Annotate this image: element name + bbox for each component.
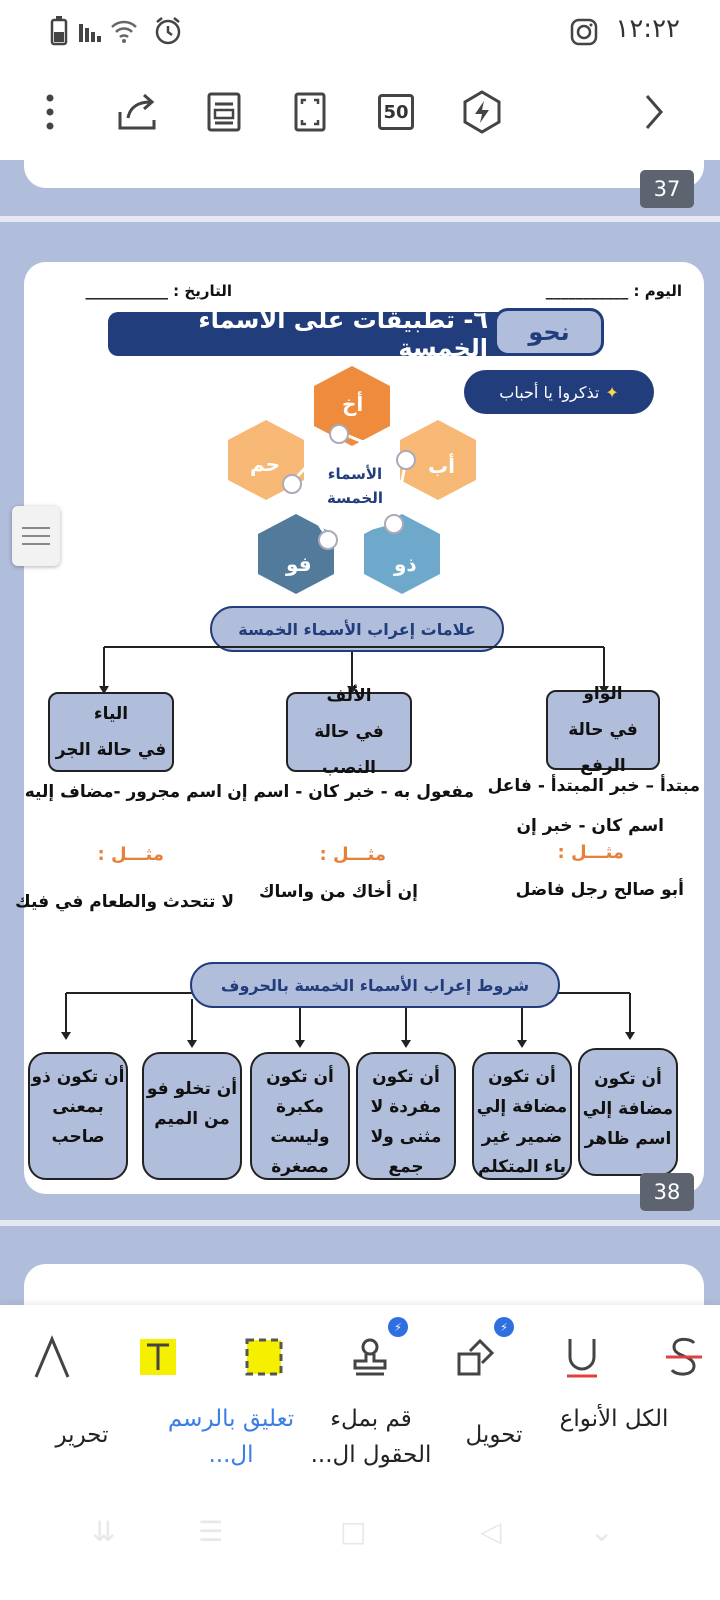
sign-case: في حالة الجر — [55, 740, 167, 760]
condition-box-6: أن تكون ذو بمعنى صاحب — [28, 1052, 128, 1180]
sign-title: الياء — [93, 704, 129, 724]
signs-header: علامات إعراب الأسماء الخمسة — [210, 606, 504, 652]
hex-center-label: الأسماء الخمسة — [326, 465, 383, 507]
tab-all-types[interactable]: الكل الأنواع — [559, 1406, 669, 1432]
example-waw: أبو صالح رجل فاضل — [515, 880, 684, 900]
stamp-icon[interactable]: ⚡ — [338, 1317, 408, 1389]
sign-case: في حالة النصب — [314, 722, 384, 778]
area-convert-icon[interactable]: ⚡ — [444, 1317, 514, 1389]
hexagon-dhu — [364, 514, 440, 594]
side-panel-handle[interactable] — [12, 506, 60, 566]
pro-badge-icon: ⚡ — [388, 1317, 408, 1337]
zoom-level-button[interactable]: 50 — [368, 84, 424, 140]
reading-mode-icon[interactable] — [196, 84, 252, 140]
page-number-badge: 37 — [640, 170, 694, 208]
nav-back-icon: ◁ — [480, 1515, 502, 1548]
more-icon[interactable] — [22, 84, 78, 140]
alarm-icon — [155, 17, 181, 45]
top-toolbar: 50 — [0, 64, 720, 160]
next-arrow-icon[interactable] — [626, 84, 682, 140]
example-ya: لا تتحدث والطعام في فيك — [15, 892, 234, 912]
page-gap — [0, 1220, 720, 1226]
underline-icon[interactable] — [550, 1325, 614, 1389]
rectangle-select-icon[interactable] — [232, 1325, 296, 1389]
example-alif: إن أخاك من واساك — [258, 882, 418, 902]
page-title-text: ٦- تطبيقات على الأسماء الخمسة — [198, 306, 488, 362]
premium-icon[interactable] — [454, 84, 510, 140]
five-nouns-diagram — [228, 366, 476, 594]
pro-badge-icon: ⚡ — [494, 1317, 514, 1337]
hex-label-ab: أب — [428, 454, 455, 478]
example-label-waw: مثـــل : — [557, 842, 624, 863]
nav-menu-icon: ☰ — [198, 1515, 224, 1548]
condition-box-2: أن تكون مضافة إلي ضمير غير ياء المتكلم — [472, 1052, 572, 1180]
condition-box-5: أن تخلو فو من الميم — [142, 1052, 242, 1180]
nav-home-icon: □ — [340, 1515, 367, 1548]
zoom-level: 50 — [378, 94, 414, 130]
reminder-banner: ✦ تذكروا يا أحباب — [464, 370, 654, 414]
pen-shape-icon[interactable] — [20, 1325, 84, 1389]
strikethrough-icon[interactable] — [652, 1325, 716, 1389]
hex-label-akh: أخ — [342, 392, 364, 416]
sign-title: الواو — [583, 684, 623, 704]
sign-uses-alif: مفعول به - خبر كان - اسم إن — [227, 782, 474, 802]
subject-tag: نحو — [494, 308, 604, 356]
tab-draw-comment[interactable]: تعليق بالرسم ال... — [167, 1406, 295, 1468]
clock: ١٢:٢٢ — [615, 14, 680, 44]
battery-icon — [50, 16, 68, 46]
day-field: اليوم : ___________ — [545, 282, 682, 300]
page-gap — [0, 216, 720, 222]
condition-box-1: أن تكون مضافة إلي اسم ظاهر — [578, 1048, 678, 1176]
example-label-ya: مثـــل : — [97, 844, 164, 865]
nav-collapse-icon: ⇊ — [92, 1515, 116, 1548]
sign-uses-ya: اسم مجرور -مضاف إليه — [24, 782, 222, 802]
condition-box-4: أن تكون مكبرة وليست مصغرة — [250, 1052, 350, 1180]
wifi-icon — [111, 20, 137, 43]
tab-convert[interactable]: تحويل — [465, 1422, 523, 1448]
page-37 — [24, 160, 704, 188]
condition-box-3: أن تكون مفردة لا مثنى ولا جمع — [356, 1052, 456, 1180]
document-viewer[interactable]: 37 اليوم : ___________ التاريخ : _______… — [0, 160, 720, 1335]
hexagon-ab — [400, 420, 476, 500]
sign-box-waw: الواو في حالة الرفع — [546, 684, 660, 776]
sign-box-ya: الياء في حالة الجر — [48, 692, 174, 772]
sign-title: الألف — [326, 686, 372, 706]
hex-label-ham: حم — [250, 452, 281, 476]
example-label-alif: مثـــل : — [319, 844, 386, 865]
page-38: اليوم : ___________ التاريخ : __________… — [15, 262, 704, 1194]
nav-down-icon: ⌄ — [590, 1515, 614, 1548]
tab-fill-fields[interactable]: قم بملء الحقول ال... — [310, 1406, 432, 1468]
status-bar: ١٢:٢٢ — [0, 0, 720, 64]
hex-label-fu: فو — [286, 552, 312, 576]
tab-edit[interactable]: تحرير — [55, 1422, 109, 1448]
text-highlight-icon[interactable] — [126, 1325, 190, 1389]
lamp-icon: ✦ — [605, 382, 619, 402]
instagram-icon — [570, 18, 598, 46]
sign-uses-waw: مبتدأ – خبر المبتدأ - فاعل — [487, 776, 700, 796]
page-number-badge: 38 — [640, 1173, 694, 1211]
date-field: التاريخ : ___________ — [85, 282, 232, 300]
sign-case: في حالة الرفع — [568, 720, 638, 776]
sign-box-alif: الألف في حالة النصب — [286, 686, 412, 778]
reminder-text: تذكروا يا أحباب — [499, 382, 600, 402]
hexagon-fu — [258, 514, 334, 594]
hex-label-dhu: ذو — [394, 552, 417, 576]
conditions-header: شروط إعراب الأسماء الخمسة بالحروف — [190, 962, 560, 1008]
fullscreen-icon[interactable] — [282, 84, 338, 140]
share-icon[interactable] — [110, 84, 166, 140]
sign-uses2-waw: اسم كان - خبر إن — [516, 816, 665, 836]
signal-icon — [79, 24, 101, 42]
bottom-tool-panel: ⚡ ⚡ الكل الأنواع تحويل قم بملء الحقول ال… — [0, 1305, 720, 1600]
